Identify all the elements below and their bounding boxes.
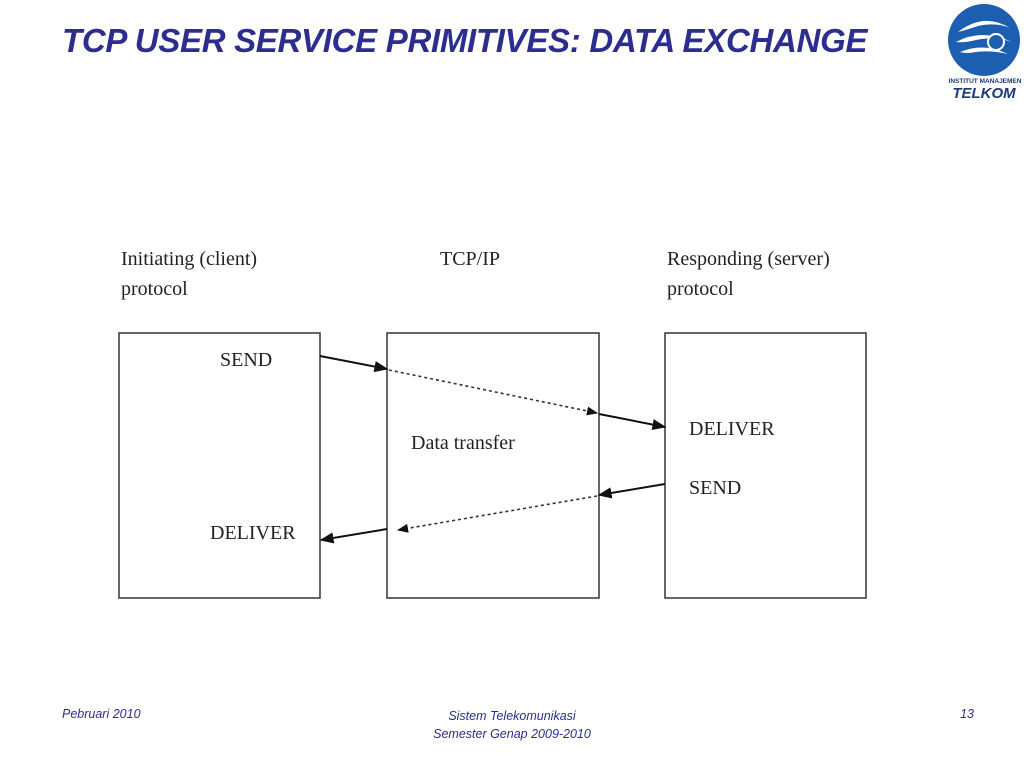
footer-course-line1: Sistem Telekomunikasi xyxy=(448,709,576,723)
footer-course-line2: Semester Genap 2009-2010 xyxy=(433,727,591,741)
telkom-logo: INSTITUT MANAJEMEN TELKOM xyxy=(944,2,1024,106)
client-deliver-label: DELIVER xyxy=(210,522,296,544)
server-label-line2: protocol xyxy=(667,278,734,300)
server-label-line1: Responding (server) xyxy=(667,248,830,270)
footer-course: Sistem Telekomunikasi Semester Genap 200… xyxy=(362,707,662,743)
data-transfer-label: Data transfer xyxy=(411,432,515,454)
footer-date: Pebruari 2010 xyxy=(62,707,141,721)
logo-subtitle: INSTITUT MANAJEMEN xyxy=(948,78,1022,85)
client-box xyxy=(118,332,321,599)
tcpip-label: TCP/IP xyxy=(440,248,500,270)
client-send-label: SEND xyxy=(220,349,272,371)
send-arrow-server-to-tcp xyxy=(597,483,666,499)
server-send-label: SEND xyxy=(689,477,741,499)
server-box xyxy=(664,332,867,599)
server-deliver-label: DELIVER xyxy=(689,418,775,440)
deliver-arrow-tcp-to-client xyxy=(319,528,388,544)
client-label-line1: Initiating (client) xyxy=(121,248,257,270)
logo-emblem-icon xyxy=(948,4,1020,76)
send-arrow-client-to-tcp xyxy=(319,355,389,373)
slide-title: TCP USER SERVICE PRIMITIVES: DATA EXCHAN… xyxy=(62,22,868,59)
footer-page-number: 13 xyxy=(960,707,974,721)
deliver-arrow-tcp-to-server xyxy=(598,413,667,431)
logo-brand: TELKOM xyxy=(952,85,1016,102)
client-label-line2: protocol xyxy=(121,278,188,300)
transfer-arrow-backward xyxy=(396,495,598,533)
transfer-arrow-forward xyxy=(388,369,599,416)
tcpip-box xyxy=(386,332,600,599)
